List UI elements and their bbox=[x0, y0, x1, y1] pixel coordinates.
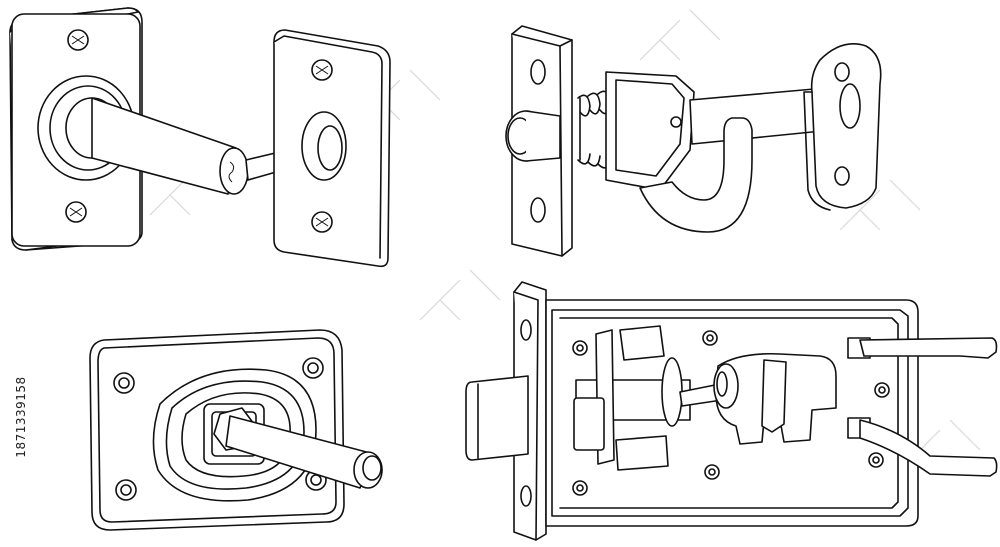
plate-pin-icon bbox=[89, 329, 383, 531]
mortise-lock-icon bbox=[465, 281, 998, 541]
spring-hook-icon bbox=[505, 25, 882, 257]
stock-id-label: 1871339158 bbox=[14, 376, 28, 458]
pin-latch-icon bbox=[9, 7, 391, 268]
